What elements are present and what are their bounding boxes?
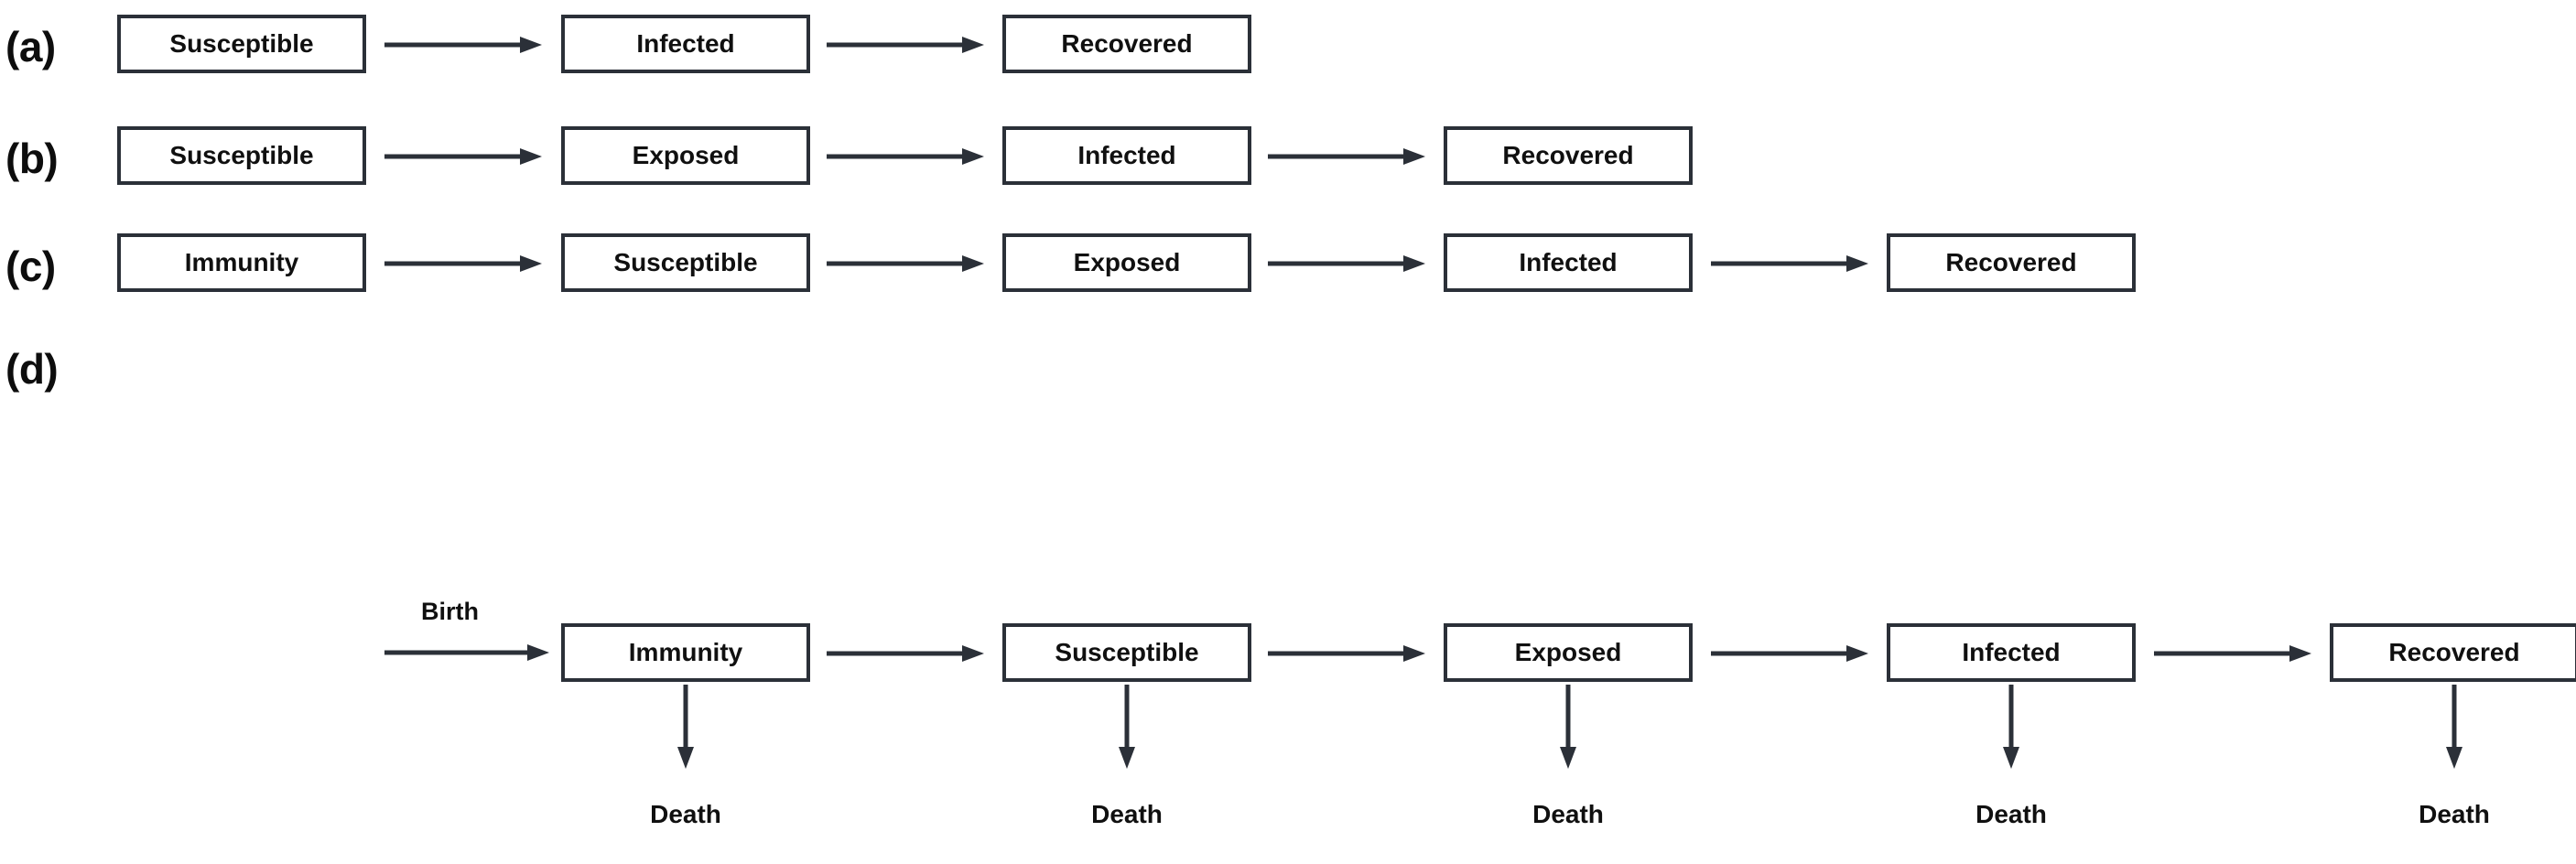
node-c-susceptible: Susceptible bbox=[561, 233, 810, 292]
arrow-d-2 bbox=[1268, 645, 1425, 662]
node-a-susceptible-label: Susceptible bbox=[169, 29, 314, 58]
arrow-a-1 bbox=[384, 37, 542, 53]
arrow-b-1 bbox=[384, 148, 542, 165]
arrow-c-1 bbox=[384, 255, 542, 272]
node-c-immunity-label: Immunity bbox=[184, 248, 299, 276]
node-a-susceptible: Susceptible bbox=[117, 15, 366, 73]
node-a-recovered: Recovered bbox=[1002, 15, 1251, 73]
row-label-d: (d) bbox=[5, 345, 59, 393]
arrow-b-2 bbox=[827, 148, 984, 165]
node-c-exposed-label: Exposed bbox=[1073, 248, 1181, 276]
sink-d-infected-death: Death bbox=[1975, 800, 2047, 828]
arrow-c-4 bbox=[1711, 255, 1868, 272]
node-b-susceptible-label: Susceptible bbox=[169, 141, 314, 169]
node-b-exposed: Exposed bbox=[561, 126, 810, 185]
node-c-infected-label: Infected bbox=[1519, 248, 1618, 276]
node-d-susceptible-label: Susceptible bbox=[1055, 638, 1199, 666]
node-c-recovered: Recovered bbox=[1887, 233, 2136, 292]
node-b-infected: Infected bbox=[1002, 126, 1251, 185]
row-label-b: (b) bbox=[5, 135, 59, 182]
node-c-recovered-label: Recovered bbox=[1945, 248, 2077, 276]
node-c-susceptible-label: Susceptible bbox=[613, 248, 758, 276]
node-d-immunity-label: Immunity bbox=[628, 638, 743, 666]
arrow-c-2 bbox=[827, 255, 984, 272]
arrow-d-birth bbox=[384, 644, 549, 661]
node-c-exposed: Exposed bbox=[1002, 233, 1251, 292]
node-c-immunity: Immunity bbox=[117, 233, 366, 292]
arrow-a-2 bbox=[827, 37, 984, 53]
sink-d-recovered-death: Death bbox=[2419, 800, 2490, 828]
row-label-a: (a) bbox=[5, 23, 56, 70]
arrow-d-exposed-death bbox=[1560, 685, 1576, 769]
node-b-infected-label: Infected bbox=[1077, 141, 1176, 169]
arrow-d-susceptible-death bbox=[1119, 685, 1135, 769]
node-b-recovered-label: Recovered bbox=[1502, 141, 1634, 169]
node-d-infected-label: Infected bbox=[1962, 638, 2061, 666]
node-a-infected-label: Infected bbox=[636, 29, 735, 58]
sink-d-exposed-death: Death bbox=[1532, 800, 1604, 828]
sink-d-susceptible-death: Death bbox=[1091, 800, 1163, 828]
node-b-exposed-label: Exposed bbox=[632, 141, 740, 169]
node-a-infected: Infected bbox=[561, 15, 810, 73]
node-d-susceptible: Susceptible bbox=[1002, 623, 1251, 682]
arrow-b-3 bbox=[1268, 148, 1425, 165]
node-d-infected: Infected bbox=[1887, 623, 2136, 682]
arrow-d-1 bbox=[827, 645, 984, 662]
birth-label: Birth bbox=[421, 598, 479, 625]
node-a-recovered-label: Recovered bbox=[1061, 29, 1193, 58]
arrow-d-3 bbox=[1711, 645, 1868, 662]
node-c-infected: Infected bbox=[1444, 233, 1693, 292]
arrow-d-immunity-death bbox=[677, 685, 694, 769]
node-b-susceptible: Susceptible bbox=[117, 126, 366, 185]
arrow-d-recovered-death bbox=[2446, 685, 2462, 769]
row-label-c: (c) bbox=[5, 243, 56, 290]
arrow-d-4 bbox=[2154, 645, 2311, 662]
node-d-exposed-label: Exposed bbox=[1514, 638, 1622, 666]
node-d-recovered-label: Recovered bbox=[2388, 638, 2520, 666]
node-d-exposed: Exposed bbox=[1444, 623, 1693, 682]
sink-d-immunity-death: Death bbox=[650, 800, 721, 828]
node-d-recovered: Recovered bbox=[2330, 623, 2576, 682]
arrow-d-infected-death bbox=[2003, 685, 2019, 769]
node-b-recovered: Recovered bbox=[1444, 126, 1693, 185]
node-d-immunity: Immunity bbox=[561, 623, 810, 682]
arrow-c-3 bbox=[1268, 255, 1425, 272]
